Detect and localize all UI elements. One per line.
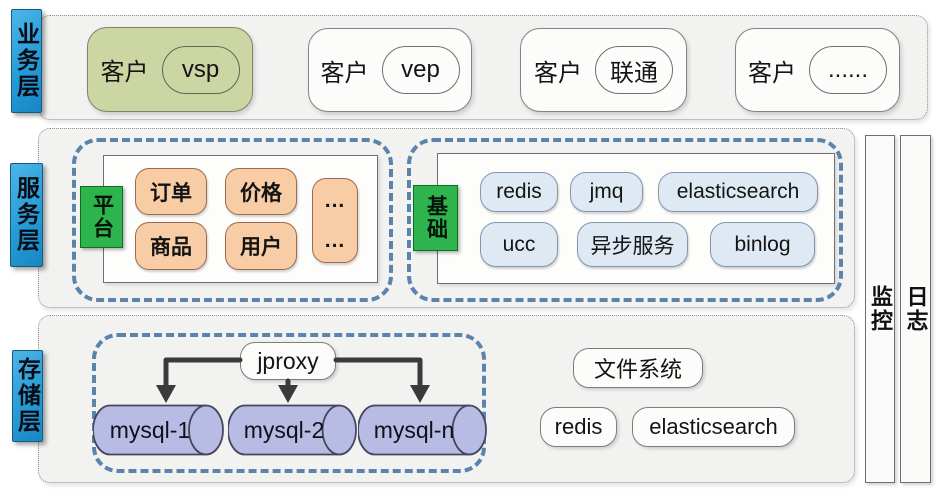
base-item-async-service: 异步服务 [577, 222, 688, 267]
base-item-redis: redis [480, 172, 558, 212]
base-item-ucc: ucc [480, 222, 558, 267]
jproxy-node: jproxy [240, 342, 336, 380]
service-layer-label: 服务层 [10, 163, 43, 267]
client-box-liantong-value: 联通 [595, 46, 673, 94]
storage-node-elasticsearch: elasticsearch [632, 407, 795, 447]
database-mysql-n-label: mysql-n [373, 416, 455, 443]
base-item-jmq: jmq [570, 172, 643, 212]
client-box-liantong: 客户 联通 [520, 28, 687, 112]
storage-node-redis: redis [540, 407, 617, 447]
client-box-vsp-prefix: 客户 [100, 59, 149, 86]
business-layer-label: 业务层 [11, 9, 42, 113]
base-group-label: 基础 [413, 185, 458, 251]
database-mysql-2-label: mysql-2 [243, 416, 325, 443]
client-box-vep: 客户 vep [308, 28, 472, 112]
storage-node-file-system: 文件系统 [573, 348, 703, 388]
client-box-liantong-prefix: 客户 [534, 59, 582, 87]
platform-group-container [72, 138, 393, 302]
client-box-vsp-value: vsp [161, 45, 240, 94]
cylinder-shape [228, 404, 357, 456]
database-mysql-1-label: mysql-1 [109, 416, 191, 443]
base-group-container [407, 138, 843, 302]
base-item-binlog: binlog [710, 222, 815, 267]
monitoring-bar: 监控 [865, 135, 895, 483]
platform-group-label: 平台 [80, 186, 123, 248]
client-box-vsp: 客户 vsp [87, 27, 253, 112]
service-item-order: 订单 [135, 168, 207, 215]
mysql-cluster-container [92, 333, 486, 473]
client-box-others: 客户 ...... [735, 28, 900, 112]
client-box-others-value: ...... [809, 46, 887, 94]
logging-bar: 日志 [900, 135, 931, 483]
service-item-more: ... ... [312, 178, 358, 263]
service-item-price: 价格 [225, 168, 297, 215]
cylinder-shape [93, 404, 224, 456]
storage-layer-label: 存储层 [12, 350, 43, 442]
database-mysql-1: mysql-1 [93, 404, 225, 456]
database-mysql-n: mysql-n [358, 404, 488, 456]
base-item-elasticsearch: elasticsearch [658, 172, 818, 212]
service-item-goods: 商品 [135, 222, 207, 270]
client-box-vep-prefix: 客户 [320, 59, 369, 87]
cylinder-shape [358, 404, 487, 456]
client-box-others-prefix: 客户 [748, 59, 796, 87]
database-mysql-2: mysql-2 [228, 404, 358, 456]
client-box-vep-value: vep [381, 46, 460, 94]
service-item-user: 用户 [225, 222, 297, 270]
